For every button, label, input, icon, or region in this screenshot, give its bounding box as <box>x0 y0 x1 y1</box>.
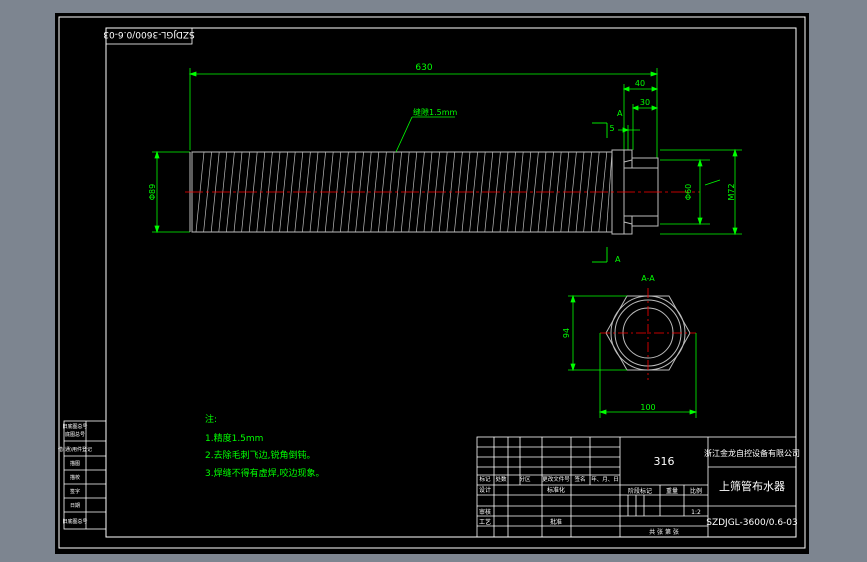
side-label: 借(通)用件登记 <box>58 446 92 453</box>
slot-line <box>476 151 486 233</box>
section-a-bottom-label: A <box>615 255 621 264</box>
section-view-label: A-A <box>641 274 655 283</box>
side-label: 旧底图总号 <box>62 518 87 525</box>
sheet-count: 共 张 第 张 <box>649 528 679 536</box>
dim-m72-label: M72 <box>727 183 736 200</box>
side-block <box>63 420 107 530</box>
rev-header: 更改文件号 <box>542 475 570 483</box>
dim-hex <box>568 294 698 418</box>
drawing-number: SZDJGL-3600/0.6-03 <box>706 518 798 528</box>
rev-header: 年、月、日 <box>591 475 619 483</box>
dim-phi89-label: Φ89 <box>148 184 157 200</box>
side-label: 日期 <box>70 503 80 509</box>
slot-leader <box>395 116 413 153</box>
hex-centerlines <box>600 288 696 380</box>
dim-overall-length <box>188 68 659 158</box>
slot-callout: 缝隙1.5mm <box>413 107 458 117</box>
dim-30-label: 30 <box>640 98 650 107</box>
dim-40-label: 40 <box>635 79 645 88</box>
craft-label: 工艺 <box>479 518 491 526</box>
drawing-number-box <box>105 27 193 45</box>
side-block-labels: 旧底图总号 底图总号 借(通)用件登记 描图 描校 签字 日期 旧底图总号 <box>58 423 92 525</box>
col-header: 重量 <box>666 487 678 495</box>
rev-header: 处数 <box>495 475 507 483</box>
dim-5-label: 5 <box>609 124 614 133</box>
slot-line <box>226 151 235 233</box>
inner-frame <box>105 27 797 538</box>
title-block <box>476 436 797 538</box>
company-name: 浙江金龙自控设备有限公司 <box>704 448 800 458</box>
material-label: 316 <box>654 455 675 468</box>
dim-right-diameter <box>660 148 742 236</box>
slot-line <box>416 151 425 233</box>
rev-header: 签名 <box>574 475 585 483</box>
col-header: 阶段标记 <box>628 487 652 495</box>
dim-100-label: 100 <box>640 403 655 412</box>
rev-header: 标记 <box>479 475 491 483</box>
slot-line <box>583 151 592 233</box>
note-item: 2.去除毛刺飞边,锐角倒钝。 <box>205 449 315 461</box>
note-item: 1.精度1.5mm <box>205 432 263 444</box>
notes-heading: 注: <box>205 413 217 425</box>
col-header: 比例 <box>690 487 702 495</box>
technical-notes: 注: 1.精度1.5mm 2.去除毛刺飞边,锐角倒钝。 3.焊缝不得有虚焊,咬边… <box>205 413 324 479</box>
dim-phi60-label: Φ60 <box>684 184 693 200</box>
note-item: 3.焊缝不得有虚焊,咬边现象。 <box>205 467 324 479</box>
outer-frame <box>58 16 806 549</box>
section-mark-bottom <box>592 247 608 263</box>
side-label: 描图 <box>70 460 80 467</box>
slot-line <box>530 151 539 233</box>
dim-left-diameter <box>152 150 190 234</box>
scale-value: 1:2 <box>691 509 701 516</box>
drawing-sheet <box>55 13 809 554</box>
slot-line <box>362 151 372 233</box>
slot-line <box>606 151 613 233</box>
rev-header: 分区 <box>519 475 531 483</box>
slot-line <box>233 151 243 233</box>
dim-630-label: 630 <box>415 63 432 73</box>
review-label: 审核 <box>479 508 491 516</box>
design-label: 设计 <box>479 486 491 494</box>
side-label: 描校 <box>70 474 80 481</box>
slot-line <box>469 151 478 233</box>
standard-label: 标准化 <box>547 486 565 494</box>
section-mark-top <box>592 122 608 138</box>
dim-94-label: 94 <box>562 328 571 338</box>
title-block-text: 316 浙江金龙自控设备有限公司 上筛管布水器 SZDJGL-3600/0.6-… <box>479 448 800 536</box>
part-name: 上筛管布水器 <box>719 479 785 493</box>
approve-label: 批准 <box>550 518 562 526</box>
side-label: 旧底图总号 <box>62 423 87 430</box>
side-label: 底图总号 <box>65 431 85 438</box>
dim-flange-offset <box>622 84 659 150</box>
section-a-top-label: A <box>617 109 623 118</box>
slot-line <box>340 151 349 233</box>
drawing-number-rotated: SZDJGL-3600/0.6-03 <box>103 29 195 39</box>
side-label: 签字 <box>70 488 80 495</box>
dim-gap <box>618 125 640 150</box>
slot-line <box>286 151 296 233</box>
dim-flange-width <box>631 104 659 150</box>
